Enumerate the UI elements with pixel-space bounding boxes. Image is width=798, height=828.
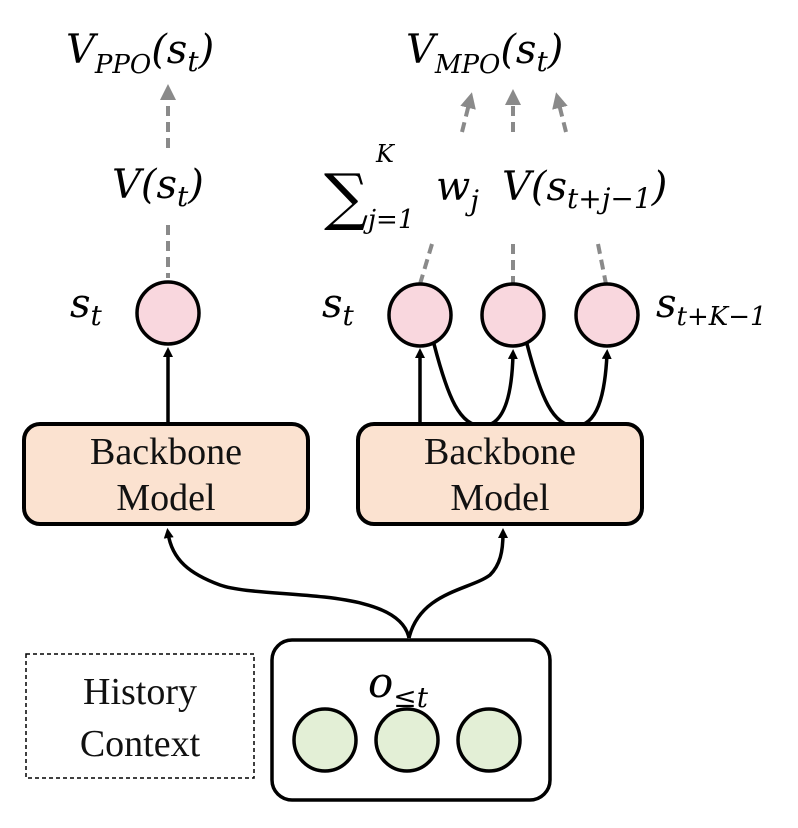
recurrent-arrow-2-to-3 bbox=[525, 343, 612, 428]
obs-to-right-backbone-arrow bbox=[407, 528, 508, 639]
left-v-st-label: V(st) bbox=[112, 162, 204, 213]
right-state-label-last: st+K−1 bbox=[656, 281, 767, 332]
sum-value-term: V(st+j−1) bbox=[502, 164, 667, 215]
history-context-label-1: History bbox=[83, 671, 197, 713]
history-context-label-2: Context bbox=[80, 723, 201, 765]
recurrent-arrow-1-to-2 bbox=[432, 343, 518, 428]
left-state-label: st bbox=[70, 281, 103, 332]
observation-node-1 bbox=[292, 707, 358, 773]
left-state-node bbox=[135, 280, 201, 346]
obs-to-left-backbone-arrow bbox=[163, 528, 411, 639]
right-state-node-2 bbox=[480, 282, 546, 348]
right-dashed-arrow-right bbox=[552, 92, 568, 133]
right-dashed-line-3 bbox=[596, 243, 608, 285]
sum-upper-limit: K bbox=[375, 140, 396, 168]
sum-sigma: ∑ bbox=[324, 160, 368, 233]
observation-node-2 bbox=[374, 707, 440, 773]
left-backbone-label-1: Backbone bbox=[90, 431, 242, 473]
right-state-node-3 bbox=[574, 282, 640, 348]
right-state-label-first: st bbox=[322, 281, 355, 332]
right-v-mpo-label: VMPO(st) bbox=[406, 27, 563, 80]
left-backbone-model bbox=[22, 422, 310, 526]
left-backbone-label-2: Model bbox=[116, 477, 215, 519]
right-dashed-line-1 bbox=[418, 243, 434, 285]
right-backbone-label-2: Model bbox=[450, 477, 549, 519]
history-context-box bbox=[25, 653, 255, 779]
right-dashed-arrow-left bbox=[460, 92, 476, 133]
right-state-node-1 bbox=[387, 282, 453, 348]
right-backbone-label-1: Backbone bbox=[424, 431, 576, 473]
left-v-ppo-label: VPPO(st) bbox=[66, 27, 214, 80]
observation-node-3 bbox=[456, 707, 522, 773]
sum-weight: wj bbox=[436, 164, 479, 217]
right-backbone-model bbox=[356, 422, 644, 526]
sum-lower-limit: j=1 bbox=[363, 205, 414, 235]
